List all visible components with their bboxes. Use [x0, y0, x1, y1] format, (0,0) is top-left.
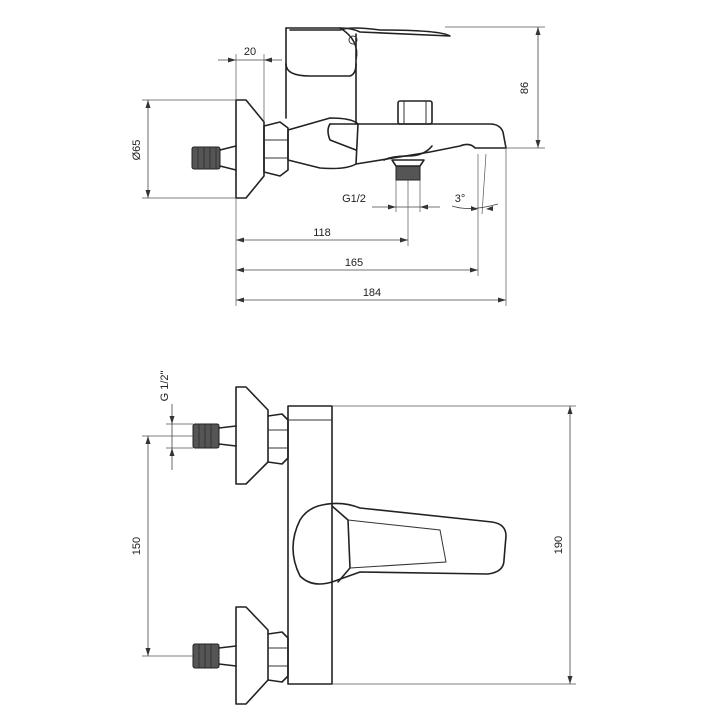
- dim-thread-g12-front: G 1/2": [159, 371, 171, 402]
- diverter-knob: [397, 100, 433, 125]
- cartridge-column: [285, 63, 357, 125]
- upper-connector: [192, 386, 289, 485]
- connector-thread: [191, 146, 221, 170]
- hex-nut: [263, 121, 289, 177]
- shower-outlet-thread: [395, 165, 421, 181]
- dim-length-184: 184: [363, 287, 381, 299]
- dim-height-86: 86: [519, 82, 531, 94]
- dim-height-190: 190: [553, 536, 565, 554]
- dim-diameter-65: Ø65: [131, 140, 143, 161]
- dim-length-118: 118: [313, 227, 331, 239]
- dim-thread-g12: G1/2: [342, 193, 366, 205]
- front-view: G 1/2" 150 190: [131, 371, 576, 705]
- mixer-body-front: [287, 405, 333, 685]
- dim-spacing-150: 150: [131, 537, 143, 555]
- dim-angle-3: 3°: [455, 193, 466, 205]
- lever-handle: [285, 27, 451, 37]
- mixer-body: [287, 117, 359, 170]
- lower-connector: [192, 606, 289, 705]
- dim-length-165: 165: [345, 257, 363, 269]
- lever-handle-front: [292, 502, 507, 585]
- side-view: 20 86 Ø65 G1/2 3° 118: [131, 26, 545, 306]
- wall-flange: [235, 99, 265, 199]
- dim-spacing-20: 20: [244, 46, 256, 58]
